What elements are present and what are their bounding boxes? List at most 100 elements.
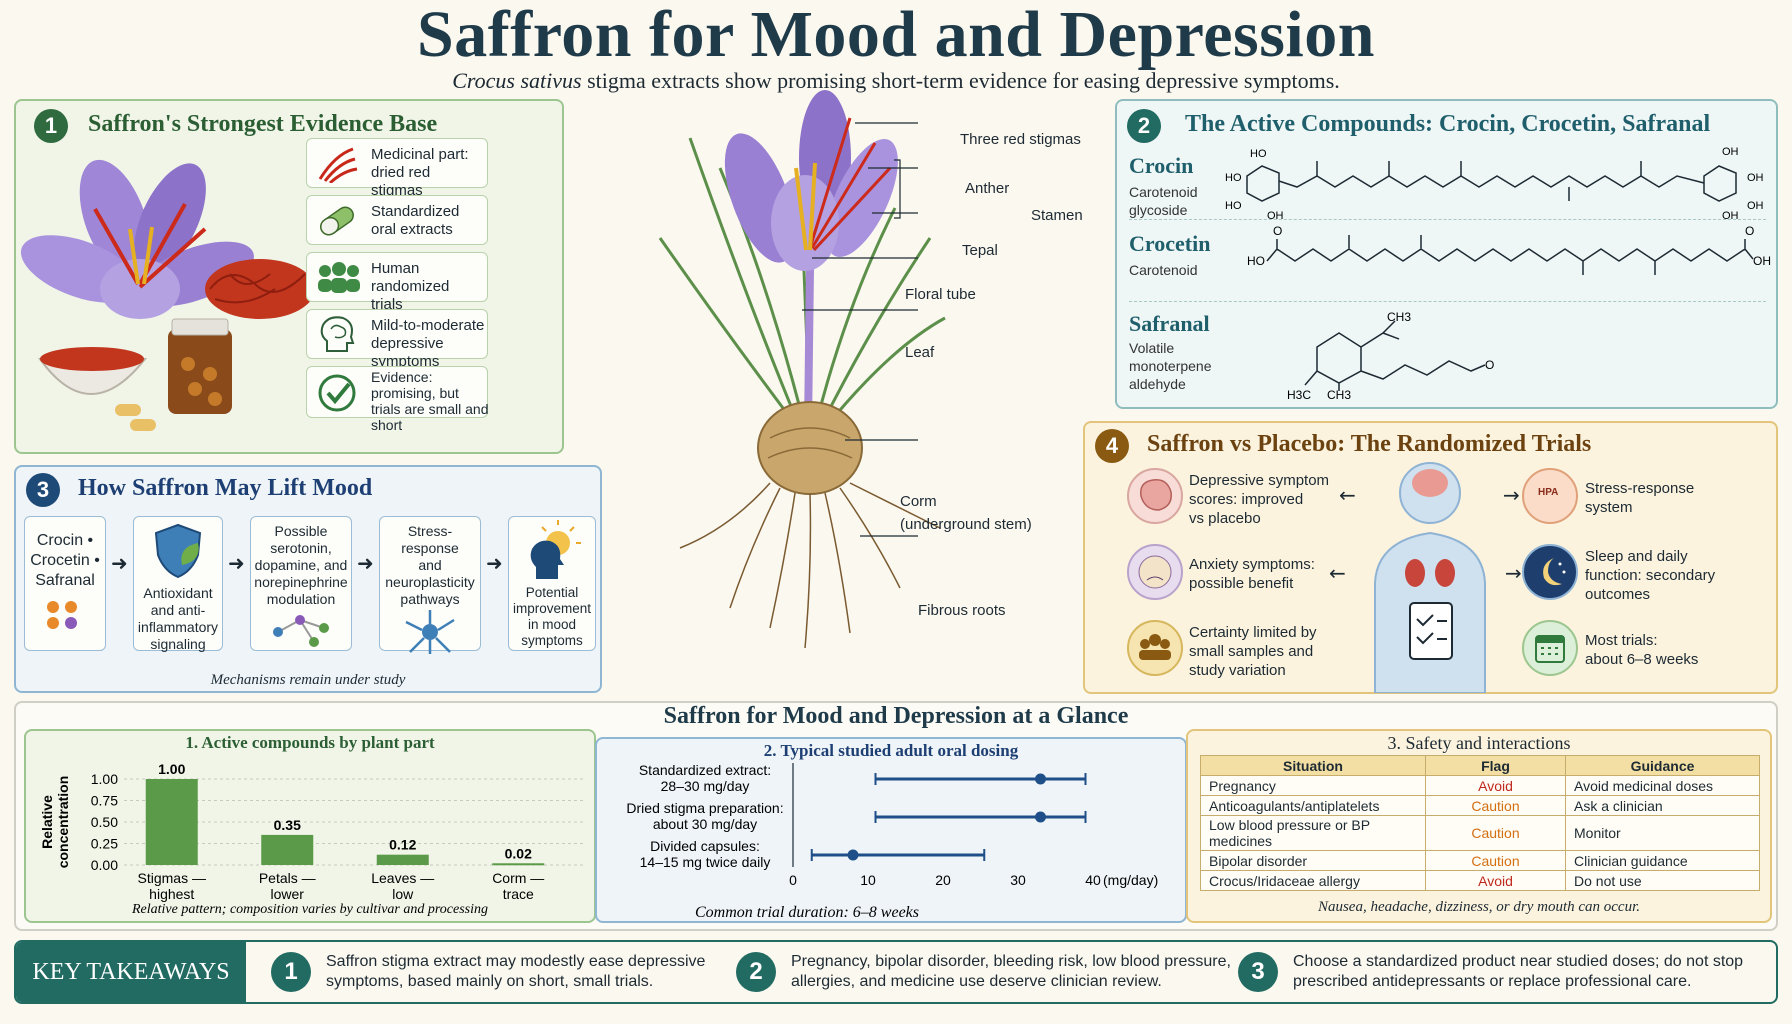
- bar-value-label: 0.12: [389, 837, 416, 853]
- dose-row-label: Dried stigma preparation:about 30 mg/day: [626, 800, 783, 832]
- mech-step-neurotransmitters: Possible serotonin, dopamine, and norepi…: [250, 516, 352, 651]
- cell-guidance: Clinician guidance: [1565, 850, 1760, 871]
- chem-label-oh: OH: [1722, 146, 1739, 158]
- stigma-threads-icon: [318, 147, 358, 183]
- plant-label-tepal: Tepal: [962, 242, 998, 259]
- molecule-network-icon: [273, 615, 329, 647]
- chart-title: 1. Active compounds by plant part: [185, 733, 435, 752]
- bar: [376, 854, 429, 865]
- fibrous-roots: [679, 482, 941, 649]
- cell-guidance: Avoid medicinal doses: [1565, 775, 1760, 796]
- safety-header: Situation: [1200, 755, 1426, 776]
- cell-guidance: Do not use: [1565, 870, 1760, 891]
- dose-row-label: Divided capsules:14–15 mg twice daily: [640, 838, 771, 870]
- cell-situation: Pregnancy: [1200, 775, 1426, 796]
- callout-lines: [802, 122, 918, 537]
- cell-flag: Caution: [1425, 815, 1566, 851]
- takeaway-number: 2: [736, 952, 776, 992]
- cell-flag: Avoid: [1425, 775, 1566, 796]
- y-tick-label: 0.25: [91, 836, 118, 852]
- chem-label-h3c: H3C: [1287, 388, 1311, 402]
- bar: [492, 863, 545, 866]
- calendar-icon: [1522, 620, 1578, 676]
- panel-number: 4: [1095, 429, 1129, 463]
- worried-face-icon: [1127, 544, 1183, 600]
- x-tick-label: 40: [1085, 872, 1101, 888]
- panel-evidence-base: 1 Saffron's Strongest Evidence Base: [14, 99, 564, 454]
- chart-title: 2. Typical studied adult oral dosing: [763, 741, 1019, 760]
- panel-title: Saffron vs Placebo: The Randomized Trial…: [1147, 431, 1592, 457]
- crocin-structure: HO HO HO OH OH OH OH OH: [1225, 146, 1764, 221]
- cell-situation: Bipolar disorder: [1200, 850, 1426, 871]
- dosing-chart-panel: 2. Typical studied adult oral dosing 0 10…: [595, 737, 1187, 923]
- bar: [261, 834, 314, 865]
- mech-step-antioxidant: Antioxidant and anti- inflammatory signa…: [133, 516, 223, 652]
- x-tick-label: 20: [935, 872, 951, 888]
- key-takeaways-label: KEY TAKEAWAYS: [16, 942, 246, 1002]
- bar-value-label: 0.35: [274, 817, 301, 833]
- plant-label-roots: Fibrous roots: [918, 602, 1006, 619]
- x-tick-label: 0: [789, 872, 797, 888]
- neuron-icon: [405, 610, 455, 654]
- panel-number: 2: [1127, 109, 1161, 143]
- compound-desc-safranal: Volatile monoterpene aldehyde: [1129, 340, 1212, 392]
- takeaway-text: Saffron stigma extract may modestly ease…: [326, 953, 706, 990]
- chart-note: Relative pattern; composition varies by …: [131, 902, 488, 917]
- evidence-card-verdict: Evidence: promising, but trials are smal…: [306, 366, 489, 433]
- compound-name-crocetin: Crocetin: [1129, 231, 1211, 256]
- chem-label-ch3: CH3: [1387, 310, 1411, 324]
- trial-anxiety: Anxiety symptoms: possible benefit: [1189, 556, 1315, 592]
- dose-point: [1035, 773, 1046, 785]
- page-title: Saffron for Mood and Depression: [417, 0, 1375, 71]
- compound-name-crocin: Crocin: [1129, 153, 1194, 178]
- cell-flag: Caution: [1425, 850, 1566, 871]
- group-icon: [1127, 620, 1183, 676]
- mech-step-text: Antioxidant and anti- inflammatory signa…: [137, 585, 219, 652]
- glance-title: Saffron for Mood and Depression at a Gla…: [663, 703, 1129, 729]
- dose-point: [847, 849, 859, 861]
- mech-step-stress: Stress-response and neuroplasticity path…: [379, 516, 481, 654]
- plant-label-floral-tube: Floral tube: [905, 286, 976, 303]
- y-tick-label: 0.75: [91, 793, 118, 809]
- safranal-structure: H3C CH3 CH3 O: [1287, 310, 1494, 402]
- card-text: Standardized oral extracts: [371, 203, 460, 238]
- capsule-icon: [320, 206, 354, 236]
- trial-stress: Stress-response system: [1585, 480, 1695, 516]
- chem-label-oh: OH: [1753, 254, 1771, 268]
- mech-step-text: Stress-response and neuroplasticity path…: [385, 523, 475, 607]
- crocus-plant-diagram: [658, 90, 946, 649]
- chem-label-ho: HO: [1247, 254, 1265, 268]
- takeaway-number: 3: [1238, 952, 1278, 992]
- chem-label-ho: HO: [1225, 172, 1242, 184]
- plant-label-anther: Anther: [965, 180, 1010, 197]
- cell-guidance: Ask a clinician: [1565, 795, 1760, 816]
- y-tick-label: 1.00: [91, 771, 118, 787]
- card-text: Mild-to-moderate depressive symptoms: [371, 317, 485, 370]
- hpa-axis-icon: HPA: [1522, 468, 1578, 524]
- panel-trials: 4 Saffron vs Placebo: The Randomized Tri…: [1083, 421, 1778, 694]
- hpa-label: HPA: [1538, 487, 1559, 498]
- trial-certainty: Certainty limited by small samples and s…: [1189, 624, 1317, 679]
- panel-title: The Active Compounds: Crocin, Crocetin, …: [1185, 111, 1711, 137]
- trial-sleep: Sleep and daily function: secondary outc…: [1585, 548, 1716, 603]
- cell-flag: Caution: [1425, 795, 1566, 816]
- mech-step-text: Potential improvement in mood symptoms: [512, 585, 592, 648]
- chem-label-oh: OH: [1267, 210, 1284, 221]
- bar-value-label: 0.02: [505, 845, 532, 861]
- loose-capsules: [115, 404, 156, 431]
- bar-chart-panel: 1. Active compounds by plant part Relati…: [24, 729, 596, 923]
- x-tick-label: 10: [860, 872, 876, 888]
- key-takeaways-bar: KEY TAKEAWAYS 1 Saffron stigma extract m…: [14, 940, 1778, 1004]
- pointer-arrow: →: [1505, 561, 1522, 585]
- trial-duration: Most trials: about 6–8 weeks: [1585, 632, 1699, 668]
- flow-arrow: ➜: [111, 551, 128, 575]
- mech-step-outcome: Potential improvement in mood symptoms: [508, 516, 596, 651]
- bowl-of-saffron: [38, 347, 148, 395]
- compound-desc-crocetin: Carotenoid: [1129, 262, 1198, 278]
- safety-title: 3. Safety and interactions: [1387, 733, 1571, 753]
- panel-mechanisms: 3 How Saffron May Lift Mood Crocin • Cro…: [14, 465, 602, 693]
- corm: [757, 401, 863, 495]
